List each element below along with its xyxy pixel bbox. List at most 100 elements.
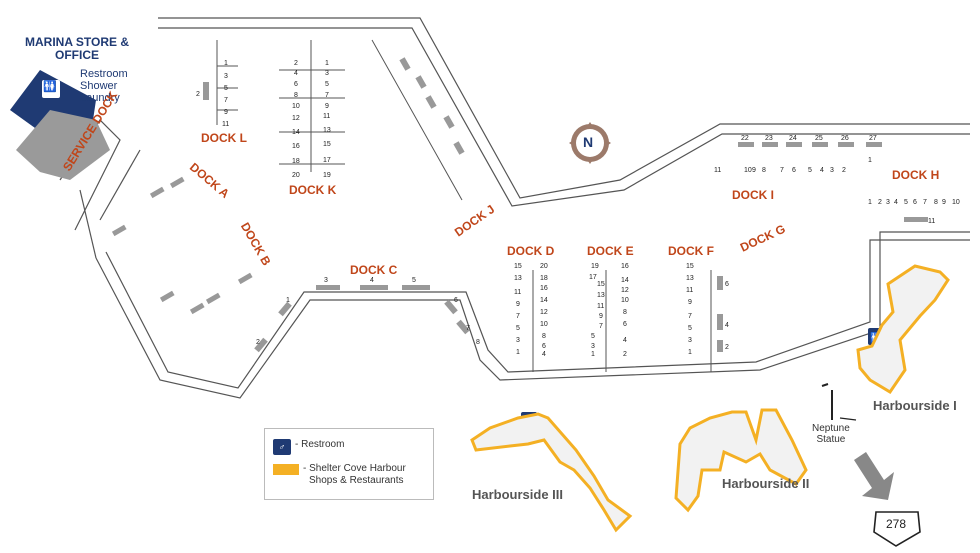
svg-text:11: 11 xyxy=(597,303,604,310)
svg-text:6: 6 xyxy=(913,199,917,206)
svg-text:7: 7 xyxy=(688,313,692,320)
svg-text:13: 13 xyxy=(323,127,331,134)
dock-c-boats xyxy=(254,285,470,353)
route-278-shield-icon xyxy=(873,511,921,547)
dock-h-label: DOCK H xyxy=(892,168,940,182)
svg-text:27: 27 xyxy=(869,135,877,142)
dock-a-b-boats xyxy=(111,176,253,315)
dock-i-label: DOCK I xyxy=(732,188,774,202)
svg-text:26: 26 xyxy=(841,135,849,142)
harbourside-2-label: Harbourside II xyxy=(722,476,810,491)
svg-text:6: 6 xyxy=(294,81,298,88)
svg-text:14: 14 xyxy=(292,129,300,136)
svg-text:5: 5 xyxy=(808,167,812,174)
svg-text:18: 18 xyxy=(540,275,548,282)
legend-restroom-label: - Restroom xyxy=(295,439,345,450)
harbourside-2-building xyxy=(674,408,808,513)
dock-k xyxy=(279,40,345,172)
svg-text:2: 2 xyxy=(196,91,200,98)
neptune-statue-icon xyxy=(821,383,857,421)
svg-text:20: 20 xyxy=(292,172,300,179)
svg-text:13: 13 xyxy=(686,275,694,282)
svg-text:3: 3 xyxy=(224,73,228,80)
svg-text:7: 7 xyxy=(224,97,228,104)
svg-text:8: 8 xyxy=(542,333,546,340)
svg-text:14: 14 xyxy=(540,297,548,304)
slip-numbers: 1 3 5 7 9 11 2 2 4 6 8 10 12 14 16 18 20… xyxy=(196,60,960,358)
dock-f-label: DOCK F xyxy=(668,244,714,258)
svg-text:19: 19 xyxy=(323,172,331,179)
svg-text:5: 5 xyxy=(688,325,692,332)
dock-l-label: DOCK L xyxy=(201,131,247,145)
svg-text:5: 5 xyxy=(904,199,908,206)
svg-text:16: 16 xyxy=(540,285,548,292)
store-restroom-icon: 🚻 xyxy=(43,81,57,93)
svg-text:24: 24 xyxy=(789,135,797,142)
svg-text:6: 6 xyxy=(792,167,796,174)
svg-text:9: 9 xyxy=(599,313,603,320)
dock-c-label: DOCK C xyxy=(350,263,398,277)
svg-text:8: 8 xyxy=(934,199,938,206)
svg-text:15: 15 xyxy=(686,263,694,270)
svg-text:9: 9 xyxy=(516,301,520,308)
svg-text:15: 15 xyxy=(514,263,522,270)
map-legend: ♂ - Restroom - Shelter Cove Harbour Shop… xyxy=(264,428,434,500)
svg-text:2: 2 xyxy=(878,199,882,206)
svg-text:13: 13 xyxy=(514,275,522,282)
legend-restroom: ♂ - Restroom xyxy=(273,439,344,455)
svg-text:3: 3 xyxy=(830,167,834,174)
svg-text:1: 1 xyxy=(688,349,692,356)
svg-text:7: 7 xyxy=(599,323,603,330)
svg-text:3: 3 xyxy=(325,70,329,77)
svg-text:5: 5 xyxy=(412,277,416,284)
store-title: MARINA STORE & OFFICE xyxy=(24,35,129,62)
svg-text:5: 5 xyxy=(325,81,329,88)
restroom-icon: ♂ xyxy=(273,439,291,455)
svg-text:7: 7 xyxy=(516,313,520,320)
svg-text:12: 12 xyxy=(292,115,300,122)
svg-text:19: 19 xyxy=(591,263,599,270)
svg-text:9: 9 xyxy=(752,167,756,174)
svg-text:5: 5 xyxy=(224,85,228,92)
svg-text:10: 10 xyxy=(952,199,960,206)
svg-text:13: 13 xyxy=(597,292,605,299)
dock-i-h-boats xyxy=(738,142,928,222)
svg-text:5: 5 xyxy=(591,333,595,340)
svg-text:4: 4 xyxy=(623,337,627,344)
svg-text:3: 3 xyxy=(324,277,328,284)
svg-text:23: 23 xyxy=(765,135,773,142)
svg-text:4: 4 xyxy=(820,167,824,174)
route-arrow-icon xyxy=(854,452,894,500)
svg-text:1: 1 xyxy=(325,60,329,67)
svg-text:4: 4 xyxy=(894,199,898,206)
marina-store-building xyxy=(10,70,110,180)
svg-text:6: 6 xyxy=(725,281,729,288)
svg-text:17: 17 xyxy=(323,157,331,164)
svg-text:8: 8 xyxy=(294,92,298,99)
svg-text:7: 7 xyxy=(780,167,784,174)
svg-text:10: 10 xyxy=(540,321,548,328)
svg-text:4: 4 xyxy=(370,277,374,284)
svg-text:3: 3 xyxy=(516,337,520,344)
svg-text:12: 12 xyxy=(540,309,548,316)
dock-e-label: DOCK E xyxy=(587,244,634,258)
svg-text:5: 5 xyxy=(516,325,520,332)
svg-text:25: 25 xyxy=(815,135,823,142)
svg-text:10: 10 xyxy=(744,167,752,174)
store-amenities: Restroom Shower Laundry xyxy=(80,68,128,104)
svg-text:3: 3 xyxy=(886,199,890,206)
harbourside-3-building xyxy=(470,412,633,533)
svg-text:3: 3 xyxy=(688,337,692,344)
svg-text:2: 2 xyxy=(842,167,846,174)
svg-text:1: 1 xyxy=(868,199,872,206)
compass-icon xyxy=(569,122,611,164)
svg-text:1: 1 xyxy=(224,60,228,67)
svg-text:1: 1 xyxy=(591,351,595,358)
svg-text:6: 6 xyxy=(623,321,627,328)
svg-text:12: 12 xyxy=(621,287,629,294)
svg-text:11: 11 xyxy=(323,113,330,120)
svg-text:1: 1 xyxy=(868,157,872,164)
svg-text:9: 9 xyxy=(942,199,946,206)
svg-text:4: 4 xyxy=(294,70,298,77)
